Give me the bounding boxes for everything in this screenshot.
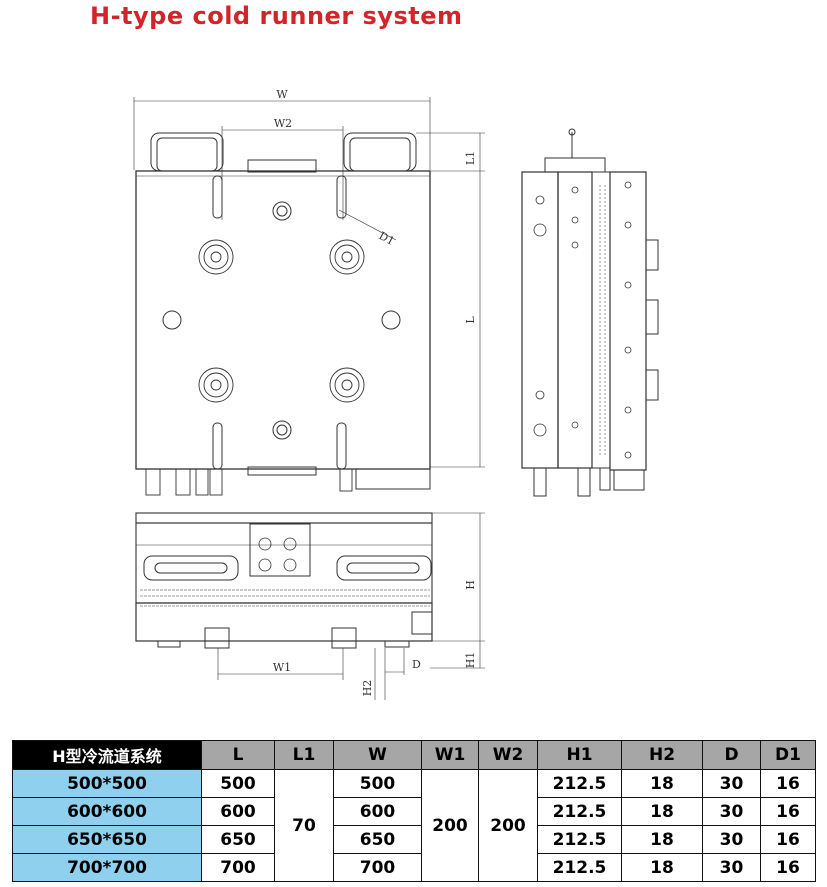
header-cell: D bbox=[702, 740, 761, 770]
table-header-row: H型冷流道系统 L L1 W W1 W2 H1 H2 D D1 bbox=[12, 740, 816, 770]
table-cell: 30 bbox=[702, 825, 761, 854]
table-cell: 18 bbox=[621, 769, 703, 798]
table-cell: 30 bbox=[702, 853, 761, 882]
table-cell: 212.5 bbox=[537, 769, 622, 798]
dim-label-w2: W2 bbox=[274, 117, 292, 130]
table-cell: 650 bbox=[201, 825, 275, 854]
table-cell: 700 bbox=[333, 853, 422, 882]
header-cell: L bbox=[201, 740, 275, 770]
dim-label-h: H bbox=[464, 580, 477, 590]
table-cell: 212.5 bbox=[537, 797, 622, 826]
header-cell: H型冷流道系统 bbox=[12, 740, 202, 770]
table-cell: 18 bbox=[621, 853, 703, 882]
spec-table: H型冷流道系统 L L1 W W1 W2 H1 H2 D D1 500*500 … bbox=[12, 740, 816, 882]
header-cell: W2 bbox=[478, 740, 538, 770]
top-view: W W2 L1 L D1 bbox=[133, 88, 485, 496]
model-cell: 700*700 bbox=[12, 853, 202, 882]
table-cell: 650 bbox=[333, 825, 422, 854]
header-cell: L1 bbox=[274, 740, 334, 770]
header-cell: W1 bbox=[421, 740, 479, 770]
dim-label-d1: D1 bbox=[377, 229, 397, 248]
table-cell: 500 bbox=[201, 769, 275, 798]
table-cell: 500 bbox=[333, 769, 422, 798]
table-cell: 16 bbox=[760, 769, 816, 798]
dim-label-w1: W1 bbox=[273, 661, 291, 674]
table-cell: 212.5 bbox=[537, 853, 622, 882]
model-cell: 650*650 bbox=[12, 825, 202, 854]
table-cell: 30 bbox=[702, 797, 761, 826]
table-cell: 16 bbox=[760, 797, 816, 826]
technical-drawing: W W2 L1 L D1 bbox=[133, 88, 659, 700]
front-view: H H1 W1 H2 D bbox=[135, 512, 485, 700]
header-cell: W bbox=[333, 740, 422, 770]
table-row: 600*600 600 600 212.5 18 30 16 bbox=[12, 797, 816, 826]
model-cell: 600*600 bbox=[12, 797, 202, 826]
dim-label-h1: H1 bbox=[464, 652, 477, 669]
merged-cell-w2: 200 bbox=[478, 769, 538, 882]
table-cell: 18 bbox=[621, 825, 703, 854]
table-cell: 18 bbox=[621, 797, 703, 826]
dim-label-l: L bbox=[464, 316, 477, 324]
table-cell: 600 bbox=[333, 797, 422, 826]
header-cell: H2 bbox=[621, 740, 703, 770]
merged-cell-l1: 70 bbox=[274, 769, 334, 882]
dim-label-l1: L1 bbox=[464, 151, 477, 165]
page-title: H-type cold runner system bbox=[90, 2, 463, 30]
table-cell: 16 bbox=[760, 853, 816, 882]
table-cell: 212.5 bbox=[537, 825, 622, 854]
dim-label-d: D bbox=[412, 658, 421, 671]
dim-label-w: W bbox=[276, 88, 288, 101]
table-cell: 30 bbox=[702, 769, 761, 798]
table-row: 500*500 500 70 500 200 200 212.5 18 30 1… bbox=[12, 769, 816, 882]
merged-cell-w1: 200 bbox=[421, 769, 479, 882]
header-cell: D1 bbox=[760, 740, 816, 770]
dim-label-h2: H2 bbox=[361, 680, 374, 697]
model-cell: 500*500 bbox=[12, 769, 202, 798]
header-cell: H1 bbox=[537, 740, 622, 770]
table-cell: 600 bbox=[201, 797, 275, 826]
side-view bbox=[521, 128, 659, 497]
table-row: 650*650 650 650 212.5 18 30 16 bbox=[12, 825, 816, 854]
table-cell: 16 bbox=[760, 825, 816, 854]
table-row: 700*700 700 700 212.5 18 30 16 bbox=[12, 853, 816, 882]
table-cell: 700 bbox=[201, 853, 275, 882]
